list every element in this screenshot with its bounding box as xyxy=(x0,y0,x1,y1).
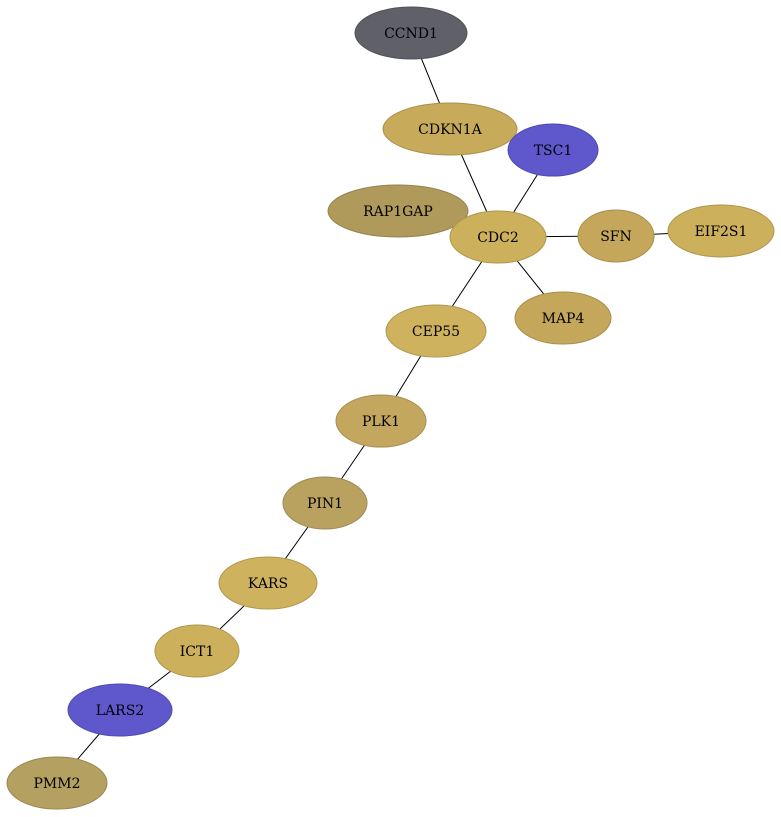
node-sfn[interactable]: SFN xyxy=(577,209,655,263)
node-cdc2[interactable]: CDC2 xyxy=(449,210,547,264)
node-label-map4: MAP4 xyxy=(542,311,585,327)
node-label-ict1: ICT1 xyxy=(180,644,215,660)
node-shape-tsc1[interactable] xyxy=(507,123,599,177)
node-label-pmm2: PMM2 xyxy=(34,776,81,792)
node-shape-plk1[interactable] xyxy=(335,394,427,448)
node-shape-cdkn1a[interactable] xyxy=(382,102,518,156)
node-label-lars2: LARS2 xyxy=(96,703,144,719)
node-shape-cep55[interactable] xyxy=(385,304,487,358)
node-plk1[interactable]: PLK1 xyxy=(335,394,427,448)
node-cep55[interactable]: CEP55 xyxy=(385,304,487,358)
node-label-rap1gap: RAP1GAP xyxy=(363,204,433,220)
node-ict1[interactable]: ICT1 xyxy=(154,624,240,678)
node-eif2s1[interactable]: EIF2S1 xyxy=(667,204,775,258)
node-label-cdc2: CDC2 xyxy=(477,230,519,246)
node-label-eif2s1: EIF2S1 xyxy=(695,224,748,240)
node-pmm2[interactable]: PMM2 xyxy=(6,756,108,810)
node-pin1[interactable]: PIN1 xyxy=(282,476,368,530)
node-shape-map4[interactable] xyxy=(514,291,612,345)
node-shape-pmm2[interactable] xyxy=(6,756,108,810)
node-label-cdkn1a: CDKN1A xyxy=(418,122,483,138)
node-shape-ccnd1[interactable] xyxy=(354,6,468,60)
node-kars[interactable]: KARS xyxy=(218,556,318,610)
node-lars2[interactable]: LARS2 xyxy=(67,683,173,737)
node-label-kars: KARS xyxy=(248,576,288,592)
node-shape-ict1[interactable] xyxy=(154,624,240,678)
node-shape-pin1[interactable] xyxy=(282,476,368,530)
node-cdkn1a[interactable]: CDKN1A xyxy=(382,102,518,156)
node-ccnd1[interactable]: CCND1 xyxy=(354,6,468,60)
node-label-plk1: PLK1 xyxy=(362,414,400,430)
node-shape-eif2s1[interactable] xyxy=(667,204,775,258)
node-tsc1[interactable]: TSC1 xyxy=(507,123,599,177)
node-shape-sfn[interactable] xyxy=(577,209,655,263)
node-label-cep55: CEP55 xyxy=(412,324,460,340)
node-map4[interactable]: MAP4 xyxy=(514,291,612,345)
node-label-pin1: PIN1 xyxy=(307,496,343,512)
node-shape-cdc2[interactable] xyxy=(449,210,547,264)
node-shape-rap1gap[interactable] xyxy=(327,184,469,238)
node-label-tsc1: TSC1 xyxy=(534,143,573,159)
node-shape-lars2[interactable] xyxy=(67,683,173,737)
node-label-sfn: SFN xyxy=(600,229,632,245)
node-rap1gap[interactable]: RAP1GAP xyxy=(327,184,469,238)
node-shape-kars[interactable] xyxy=(218,556,318,610)
node-label-ccnd1: CCND1 xyxy=(384,26,438,42)
